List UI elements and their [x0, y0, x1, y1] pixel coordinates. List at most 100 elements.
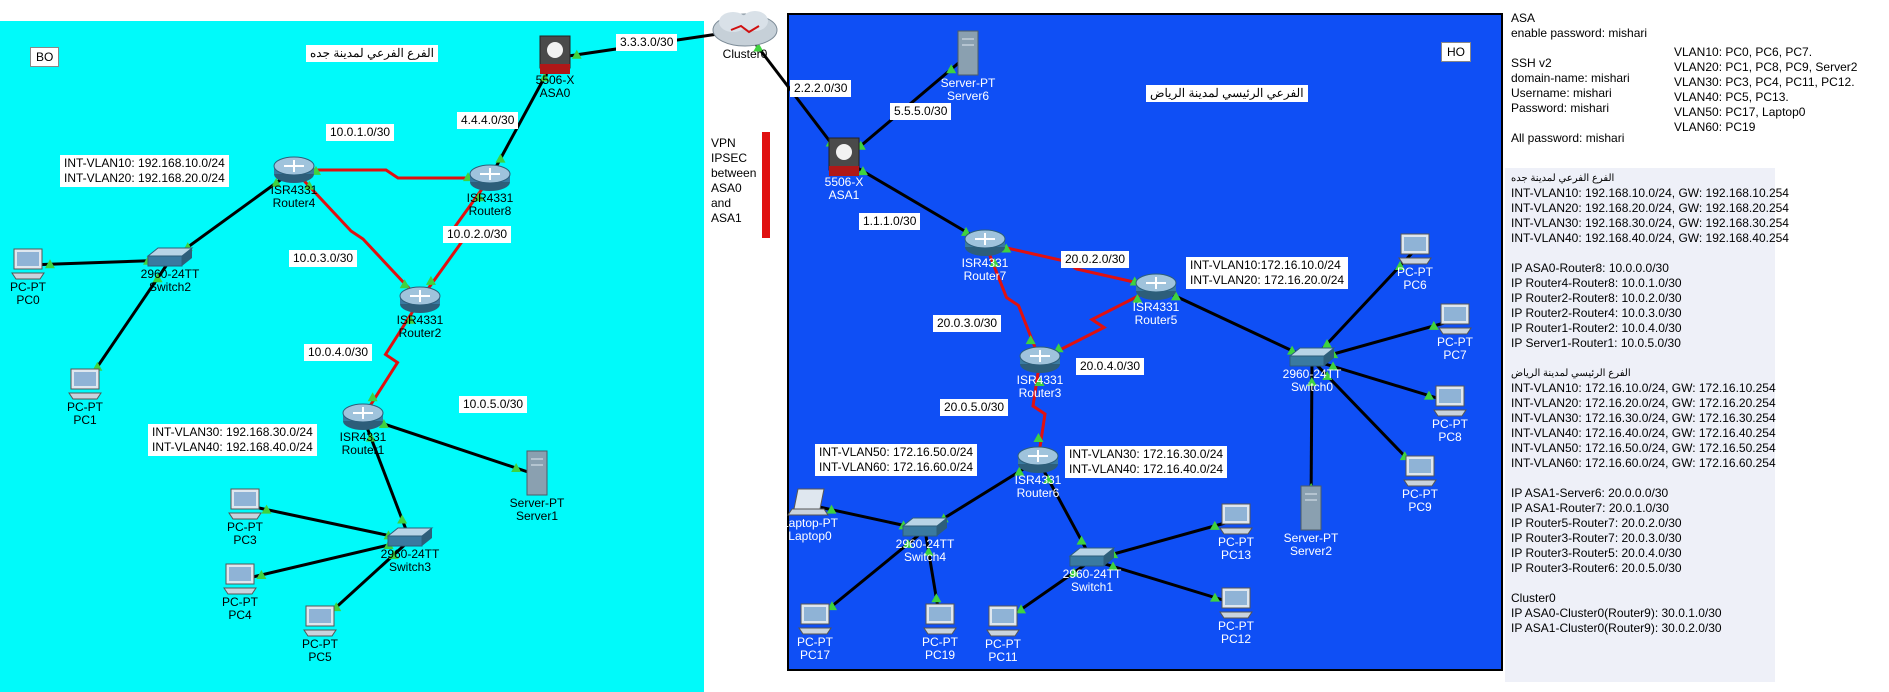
- pc-icon[interactable]: [228, 488, 262, 520]
- net-label-router4-router2: 10.0.3.0/30: [289, 250, 358, 267]
- laptop-icon[interactable]: [787, 488, 829, 516]
- device-model: ISR4331: [466, 191, 514, 205]
- device-model: PC-PT: [227, 520, 263, 534]
- ho-tag: HO: [1441, 42, 1471, 62]
- pc-icon[interactable]: [1433, 385, 1467, 417]
- pc-icon[interactable]: [1438, 303, 1472, 335]
- vlan-assignment-note: VLAN10: PC0, PC6, PC7.VLAN20: PC1, PC8, …: [1668, 42, 1889, 146]
- pc-icon[interactable]: [1219, 587, 1253, 619]
- link-port-indicator: [1014, 466, 1025, 476]
- firewall-icon[interactable]: [828, 137, 860, 176]
- link-port-indicator: [1132, 293, 1143, 303]
- switch-icon[interactable]: [901, 517, 949, 537]
- switch-icon[interactable]: [1068, 547, 1116, 567]
- cloud-icon[interactable]: [712, 11, 778, 47]
- router-icon[interactable]: [399, 286, 441, 313]
- switch-icon[interactable]: [146, 247, 194, 267]
- device-name: PC13: [1220, 548, 1252, 562]
- router-icon[interactable]: [964, 229, 1006, 256]
- device-name: PC9: [1408, 500, 1432, 514]
- device-model: PC-PT: [1218, 535, 1254, 549]
- link-port-indicator: [271, 177, 282, 187]
- link-port-indicator: [425, 275, 436, 285]
- link-port-indicator: [1209, 520, 1220, 530]
- link-port-indicator: [571, 49, 582, 59]
- net-label-asa1-router7: 1.1.1.0/30: [859, 213, 921, 230]
- pc-icon[interactable]: [68, 368, 102, 400]
- router-icon[interactable]: [1017, 446, 1059, 473]
- device-name: Switch2: [148, 280, 192, 294]
- server-icon[interactable]: [1300, 485, 1322, 531]
- switch-icon[interactable]: [1288, 347, 1336, 367]
- switch-icon[interactable]: [386, 527, 434, 547]
- device-name: Laptop0: [788, 529, 832, 543]
- net-label-cluster-asa1: 2.2.2.0/30: [790, 80, 852, 97]
- link-port-indicator: [539, 72, 550, 82]
- device-name: Router8: [468, 204, 512, 218]
- router-icon[interactable]: [1019, 346, 1061, 373]
- link-port-indicator: [1025, 335, 1036, 345]
- device-name: Switch1: [1070, 580, 1114, 594]
- device-name: Router1: [341, 443, 385, 457]
- pc-icon[interactable]: [303, 605, 337, 637]
- link-port-indicator: [511, 463, 522, 473]
- link-port-indicator: [152, 273, 163, 283]
- link-port-indicator: [753, 42, 764, 52]
- link-port-indicator: [388, 549, 399, 559]
- link-router4-router8: [294, 168, 490, 180]
- device-name: PC8: [1438, 430, 1462, 444]
- router-icon[interactable]: [273, 156, 315, 183]
- link-router5-router3: [1039, 285, 1157, 362]
- router-icon[interactable]: [1135, 273, 1177, 300]
- device-model: PC-PT: [1432, 417, 1468, 431]
- router-icon[interactable]: [342, 403, 384, 430]
- link-port-indicator: [1016, 604, 1027, 614]
- link-switch3-pc3: [244, 503, 411, 542]
- device-model: PC-PT: [1397, 265, 1433, 279]
- link-port-indicator: [857, 166, 868, 176]
- link-port-indicator: [827, 601, 838, 611]
- link-port-indicator: [44, 259, 55, 269]
- pc-icon[interactable]: [798, 603, 832, 635]
- pc-icon[interactable]: [1398, 233, 1432, 265]
- device-model: ISR4331: [396, 313, 444, 327]
- firewall-icon[interactable]: [539, 35, 571, 74]
- pc-icon[interactable]: [11, 248, 45, 280]
- pc-icon[interactable]: [1219, 503, 1253, 535]
- device-model: PC-PT: [1437, 335, 1473, 349]
- net-label-router7-router5: 20.0.2.0/30: [1061, 251, 1130, 268]
- server-icon[interactable]: [526, 450, 548, 496]
- device-name: PC11: [988, 650, 1018, 664]
- link-router5-switch0: [1155, 285, 1313, 362]
- device-name: Server2: [1289, 544, 1333, 558]
- router-icon[interactable]: [469, 164, 511, 191]
- pc-icon[interactable]: [986, 605, 1020, 637]
- net-label-router2-router1: 10.0.4.0/30: [304, 344, 373, 361]
- pc-icon[interactable]: [923, 603, 957, 635]
- device-model: PC-PT: [797, 635, 833, 649]
- link-port-indicator: [397, 514, 408, 524]
- pc-icon[interactable]: [223, 563, 257, 595]
- device-name: PC6: [1403, 278, 1427, 292]
- link-port-indicator: [1328, 361, 1339, 371]
- server-icon[interactable]: [957, 30, 979, 76]
- pc-icon[interactable]: [1403, 455, 1437, 487]
- device-name: PC12: [1220, 632, 1252, 646]
- device-model: PC-PT: [985, 637, 1021, 651]
